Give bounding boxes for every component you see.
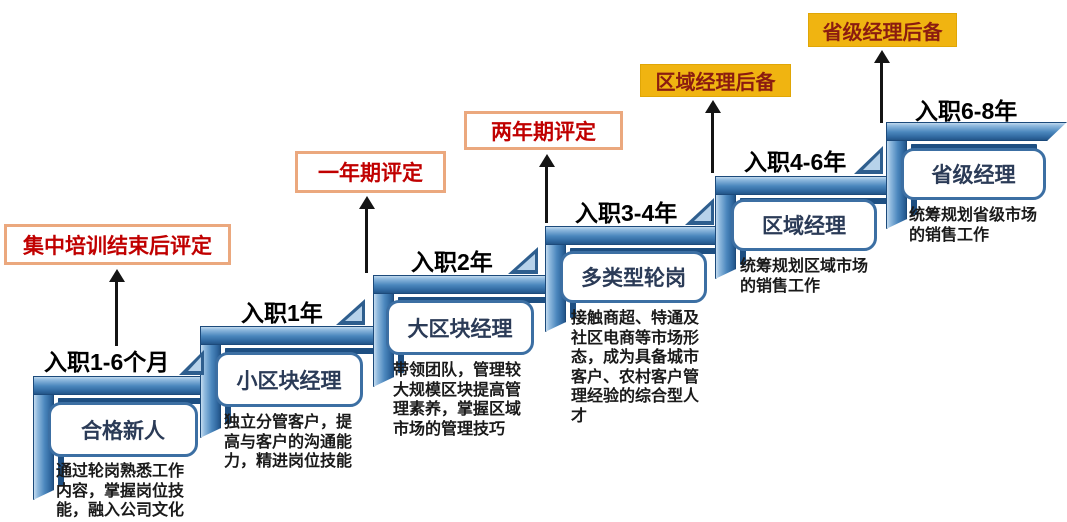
up-arrow-icon — [359, 196, 375, 273]
step-4-riser — [545, 226, 566, 332]
step-1-riser — [33, 376, 54, 500]
step-6-tread — [886, 122, 1067, 141]
callout-provincial-manager-reserve: 省级经理后备 — [808, 13, 957, 47]
step-1-role-box: 合格新人 — [48, 402, 198, 457]
up-arrow-icon — [109, 269, 125, 346]
step-2-time-label: 入职1年 — [241, 300, 323, 326]
step-3-tread — [373, 275, 568, 294]
step-corner-triangle-icon — [854, 146, 883, 174]
up-arrow-icon — [539, 154, 555, 223]
up-arrow-icon — [874, 50, 890, 123]
step-5-riser — [715, 176, 736, 279]
step-3-description: 带领团队，管理较大规模区块提高管理素养，掌握区域市场的管理技巧 — [393, 362, 522, 438]
step-corner-triangle-icon — [336, 299, 365, 325]
step-2-inner-shadow-h — [225, 348, 374, 354]
step-4-tread — [545, 226, 735, 245]
callout-two-year-eval: 两年期评定 — [464, 111, 623, 150]
step-5-role-box: 区域经理 — [731, 199, 877, 251]
step-6-time-label: 入职6-8年 — [915, 98, 1018, 124]
step-6-riser — [886, 122, 907, 229]
step-1-description: 通过轮岗熟悉工作内容，掌握岗位技能，融入公司文化 — [56, 463, 185, 520]
callout-regional-manager-reserve: 区域经理后备 — [640, 64, 791, 97]
callout-one-year-eval: 一年期评定 — [295, 151, 446, 193]
step-6-description: 统筹规划省级市场的销售工作 — [909, 207, 1038, 244]
step-2-description: 独立分管客户，提高与客户的沟通能力，精进岗位技能 — [224, 414, 353, 471]
step-5-description: 统筹规划区域市场的销售工作 — [740, 258, 869, 295]
up-arrow-icon — [705, 100, 721, 173]
callout-initial-training-eval: 集中培训结束后评定 — [4, 224, 231, 265]
step-corner-triangle-icon — [685, 198, 714, 225]
step-2-tread — [200, 326, 392, 345]
step-1-time-label: 入职1-6个月 — [44, 349, 170, 375]
step-2-riser — [200, 326, 221, 438]
step-corner-triangle-icon — [508, 247, 538, 274]
step-1-tread — [33, 376, 223, 395]
step-5-tread — [715, 176, 907, 195]
step-3-role-box: 大区块经理 — [386, 300, 534, 355]
step-4-time-label: 入职3-4年 — [575, 200, 678, 226]
step-4-role-box: 多类型轮岗 — [560, 251, 707, 303]
step-6-inner-shadow-h — [911, 144, 1037, 150]
step-2-role-box: 小区块经理 — [215, 352, 363, 407]
step-3-time-label: 入职2年 — [411, 249, 493, 275]
step-4-description: 接触商超、特通及社区电商等市场形态，成为具备城市客户、农村客户管理经验的综合型人… — [571, 310, 700, 425]
step-6-role-box: 省级经理 — [901, 148, 1046, 200]
step-corner-triangle-icon — [179, 350, 204, 375]
step-1-inner-shadow-h — [58, 398, 205, 404]
step-5-time-label: 入职4-6年 — [744, 149, 847, 175]
